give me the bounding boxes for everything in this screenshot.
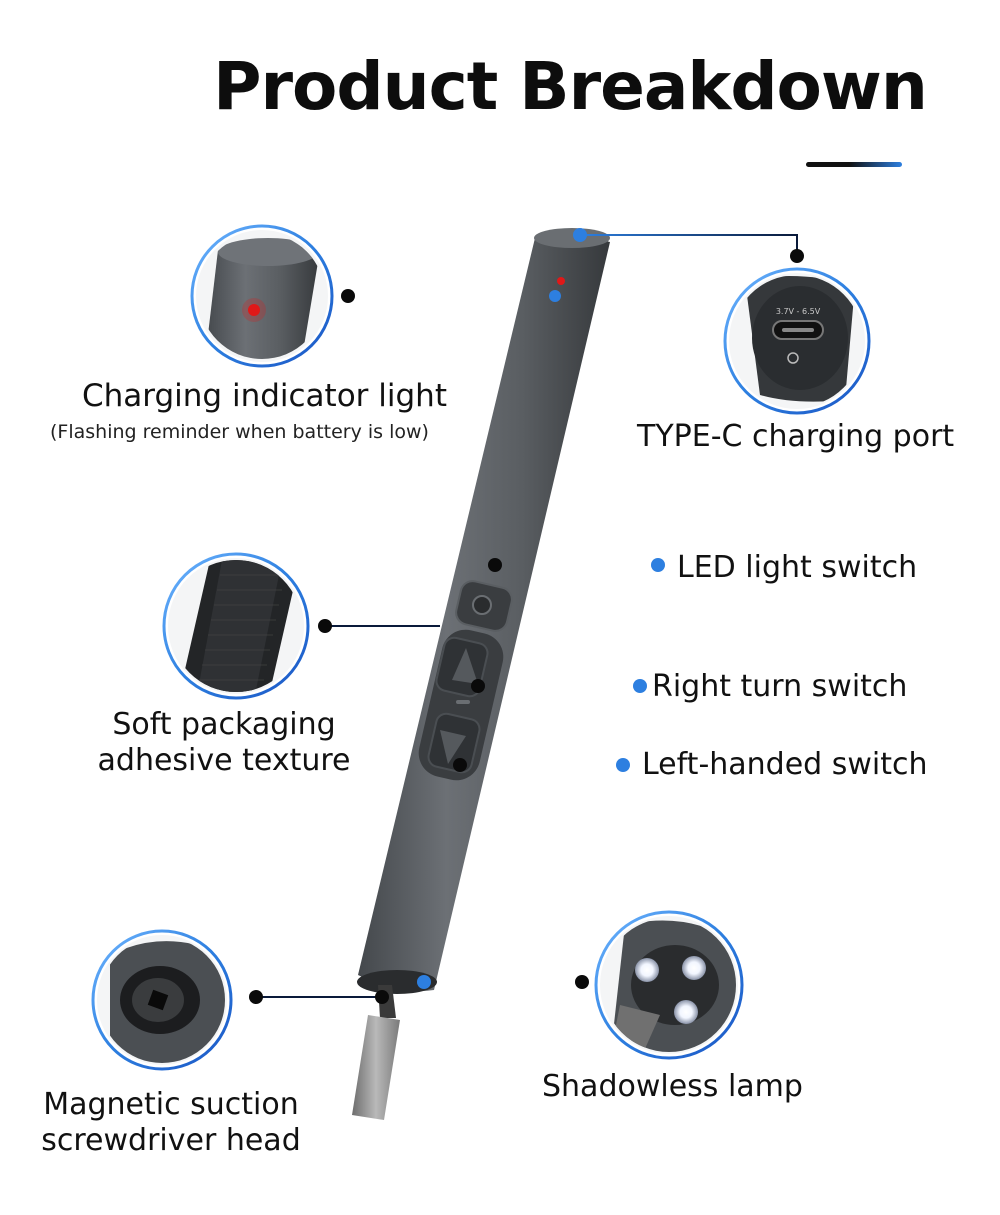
right-turn-label: Right turn switch [652, 669, 908, 704]
arrow-up-icon [452, 648, 478, 684]
screwdriver-body [352, 228, 610, 1120]
charging-indicator-detail [190, 224, 334, 368]
type-c-port-label: TYPE-C charging port [637, 419, 955, 454]
charging-indicator-label: Charging indicator light [82, 378, 447, 414]
led-icon [472, 595, 492, 615]
title-underline [806, 162, 902, 167]
texture-label: Soft packaging adhesive texture [96, 707, 352, 779]
magnetic-head-label-line2: screwdriver head [41, 1123, 301, 1158]
magnetic-head-label: Magnetic suction screwdriver head [40, 1087, 302, 1159]
left-handed-label: Left-handed switch [642, 747, 928, 782]
texture-label-line1: Soft packaging [112, 707, 336, 742]
charging-indicator-sublabel: (Flashing reminder when battery is low) [50, 421, 429, 443]
page-title: Product Breakdown [213, 48, 928, 125]
magnetic-head-detail [91, 929, 233, 1071]
shadowless-lamp-detail [594, 910, 744, 1060]
type-c-port-detail: 3.7V - 6.5V [723, 267, 871, 415]
svg-text:3.7V - 6.5V: 3.7V - 6.5V [776, 307, 821, 316]
texture-label-line2: adhesive texture [97, 743, 351, 778]
texture-detail [162, 552, 310, 700]
led-switch-label: LED light switch [677, 550, 918, 585]
magnetic-head-label-line1: Magnetic suction [43, 1087, 299, 1122]
shadowless-lamp-label: Shadowless lamp [542, 1069, 803, 1104]
connector-lines [249, 228, 804, 1004]
arrow-down-icon [440, 730, 466, 764]
